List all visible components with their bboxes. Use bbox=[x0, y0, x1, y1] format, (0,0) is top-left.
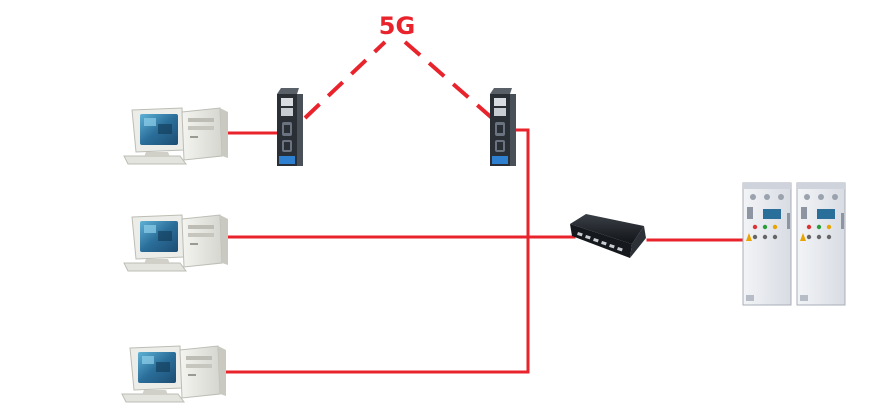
cabinet-icon bbox=[796, 182, 846, 306]
cabinet-icon bbox=[742, 182, 792, 306]
switch-icon bbox=[570, 214, 646, 258]
computer-icon bbox=[121, 345, 227, 403]
computer-icon bbox=[123, 214, 229, 272]
wireless-label: 5G bbox=[378, 12, 416, 40]
computer-icon bbox=[123, 107, 229, 165]
router-icon bbox=[277, 88, 303, 166]
router-icon bbox=[490, 88, 516, 166]
link-router2-pc3 bbox=[220, 128, 530, 374]
wireless-link-5g bbox=[303, 40, 494, 120]
